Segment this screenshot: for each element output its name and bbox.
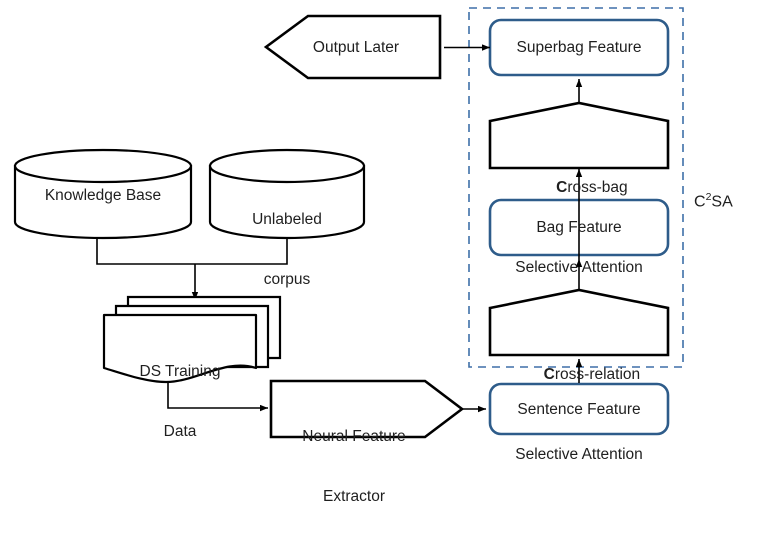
ds-training-data-shape[interactable] [102, 313, 258, 384]
neural-feature-extractor-shape[interactable] [269, 379, 465, 439]
cross-relation-attention-shape[interactable] [488, 288, 670, 357]
edge-kb-corpus-join [96, 238, 288, 265]
c2sa-group-dashed-box [468, 7, 684, 368]
diagram-canvas: Output Later Superbag Feature Cross-bag … [13, 7, 733, 505]
diagram-vector-layer [13, 7, 684, 439]
neural-feature-extractor-label-line2: Extractor [322, 488, 385, 505]
cross-bag-attention-shape[interactable] [488, 101, 670, 170]
c2sa-group-label: C2SA [694, 191, 733, 211]
edge-ds-to-extractor [167, 381, 268, 412]
knowledge-base-shape[interactable] [13, 148, 193, 240]
c2sa-group-label-prefix: C [694, 193, 706, 211]
output-later-shape[interactable] [263, 14, 442, 80]
unlabeled-corpus-shape[interactable] [208, 148, 366, 240]
superbag-feature-shape[interactable] [488, 18, 670, 77]
c2sa-group-label-sup: 2 [705, 191, 712, 203]
c2sa-group-label-suffix: SA [711, 193, 733, 211]
sentence-feature-shape[interactable] [488, 382, 670, 436]
